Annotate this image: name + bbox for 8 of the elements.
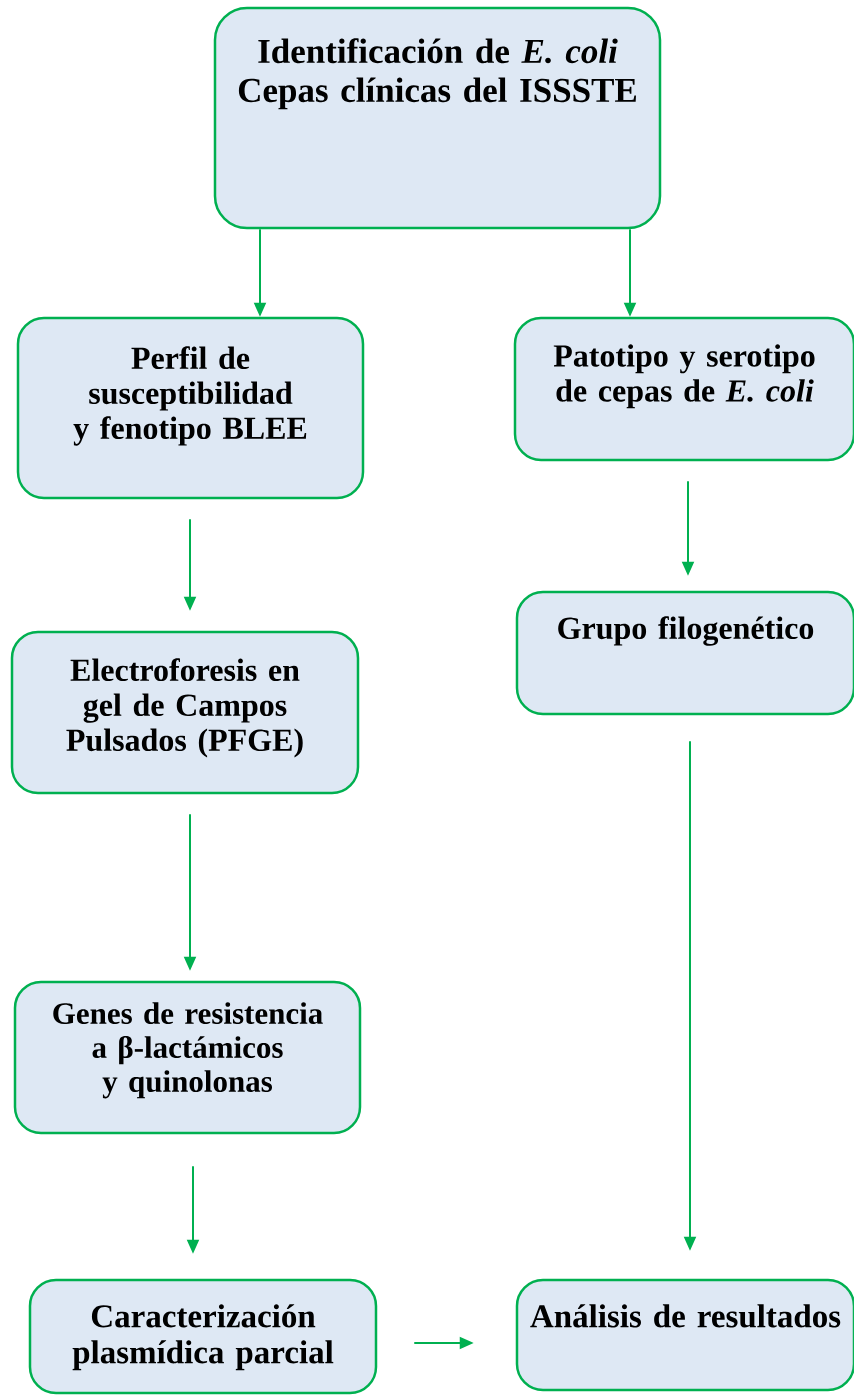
process-box: Perfil de susceptibilidad y fenotipo BLEE: [16, 316, 365, 500]
process-box: Electroforesis en gel de Campos Pulsados (PFGE): [10, 630, 360, 795]
process-box: Grupo filogenético: [515, 590, 854, 716]
process-box: Análisis de resultados: [515, 1278, 854, 1392]
process-box: Identificación de E. coli Cepas clínicas del ISSSTE: [213, 6, 662, 230]
process-box: Genes de resistencia a β-lactámicos y quinolonas: [13, 980, 362, 1135]
process-box: Caracterización plasmídica parcial: [28, 1278, 378, 1395]
process-box: Patotipo y serotipo de cepas de E. coli: [513, 316, 854, 462]
